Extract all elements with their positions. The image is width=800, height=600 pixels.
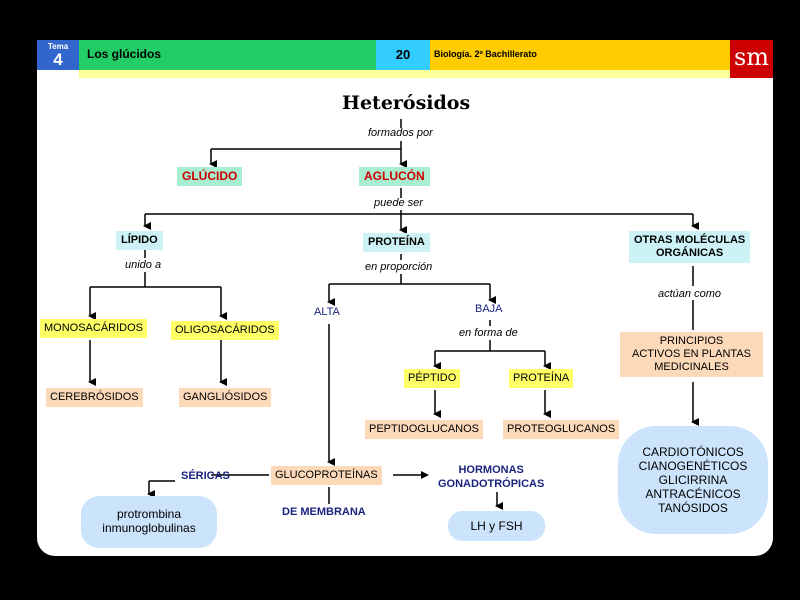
node-monosacaridos: MONOSACÁRIDOS bbox=[40, 319, 148, 338]
protrombina-line-1: protrombina bbox=[116, 507, 182, 521]
page-number: 20 bbox=[376, 40, 430, 70]
principios-line-3: MEDICINALES bbox=[654, 361, 729, 373]
label-unido-a: unido a bbox=[125, 259, 162, 271]
node-principios-activos: PRINCIPIOS ACTIVOS EN PLANTAS MEDICINALE… bbox=[620, 332, 763, 377]
diagram-title: Heterósidos bbox=[342, 92, 471, 114]
tema-label: Tema bbox=[47, 42, 69, 51]
label-en-forma-de: en forma de bbox=[459, 327, 518, 339]
node-glucido: GLÚCIDO bbox=[177, 167, 243, 186]
node-cerebrosidos: CEREBRÓSIDOS bbox=[46, 388, 143, 407]
node-proteoglucanos: PROTEOGLUCANOS bbox=[503, 420, 620, 439]
unit-title: Los glúcidos bbox=[87, 47, 162, 61]
label-puede-ser: puede ser bbox=[374, 197, 423, 209]
node-aglucon: AGLUCÓN bbox=[359, 167, 430, 186]
principios-line-1: PRINCIPIOS bbox=[659, 335, 724, 347]
label-en-proporcion: en proporción bbox=[365, 261, 433, 273]
node-peptidoglucanos: PEPTIDOGLUCANOS bbox=[365, 420, 484, 439]
label-actuan-como: actúan como bbox=[658, 288, 721, 300]
label-sericas: SÉRICAS bbox=[181, 470, 230, 482]
label-de-membrana: DE MEMBRANA bbox=[282, 506, 366, 518]
cardio-line-5: TANÓSIDOS bbox=[658, 501, 728, 515]
hormonas-line-1: HORMONAS bbox=[458, 464, 524, 476]
node-gangliosidos: GANGLIÓSIDOS bbox=[179, 388, 272, 407]
label-hormonas-gonadotropicas: HORMONAS GONADOTRÓPICAS bbox=[438, 463, 544, 491]
unit-title-bar: Los glúcidos bbox=[79, 40, 376, 70]
node-glucoproteinas: GLUCOPROTEÍNAS bbox=[271, 466, 382, 485]
header-strip bbox=[79, 70, 730, 78]
node-lh-fsh: LH y FSH bbox=[448, 511, 545, 541]
course-bar: Biología. 2º Bachillerato bbox=[430, 40, 730, 70]
node-protrombina: protrombina inmunoglobulinas bbox=[81, 496, 217, 548]
course-title: Biología. 2º Bachillerato bbox=[434, 49, 537, 59]
otras-line-2: ORGÁNICAS bbox=[656, 247, 724, 259]
slide-card: Tema 4 Los glúcidos 20 Biología. 2º Bach… bbox=[37, 40, 773, 556]
node-proteina: PROTEÍNA bbox=[363, 233, 430, 252]
publisher-logo: sm bbox=[730, 40, 773, 78]
cardio-line-4: ANTRACÉNICOS bbox=[645, 487, 741, 501]
hormonas-line-2: GONADOTRÓPICAS bbox=[438, 478, 545, 490]
header-bar: Tema 4 Los glúcidos 20 Biología. 2º Bach… bbox=[37, 40, 773, 78]
node-peptido: PÉPTIDO bbox=[404, 369, 461, 388]
protrombina-line-2: inmunoglobulinas bbox=[102, 521, 196, 535]
diagram-connectors bbox=[88, 119, 699, 510]
principios-line-2: ACTIVOS EN PLANTAS bbox=[632, 348, 751, 360]
node-lipido: LÍPIDO bbox=[116, 231, 163, 250]
node-oligosacaridos: OLIGOSACÁRIDOS bbox=[171, 321, 279, 340]
node-cardiotonicos-list: CARDIOTÓNICOS CIANOGENÉTICOS GLICIRRINA … bbox=[618, 426, 768, 534]
node-proteina-baja: PROTEÍNA bbox=[509, 369, 574, 388]
label-alta: ALTA bbox=[314, 306, 340, 318]
tema-number: 4 bbox=[53, 50, 63, 69]
label-baja: BAJA bbox=[475, 303, 503, 315]
cardio-line-2: CIANOGENÉTICOS bbox=[638, 459, 748, 473]
tema-badge: Tema 4 bbox=[37, 40, 79, 70]
otras-line-1: OTRAS MOLÉCULAS bbox=[634, 234, 746, 246]
label-formados-por: formados por bbox=[368, 127, 433, 139]
cardio-line-1: CARDIOTÓNICOS bbox=[642, 445, 744, 459]
cardio-line-3: GLICIRRINA bbox=[658, 473, 728, 487]
node-otras-moleculas: OTRAS MOLÉCULAS ORGÁNICAS bbox=[629, 231, 751, 263]
